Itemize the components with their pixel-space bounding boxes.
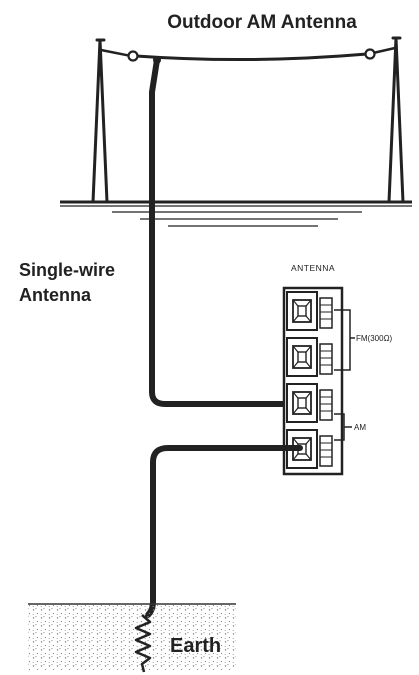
horizontal-antenna-wire (135, 52, 368, 62)
ground-lines (60, 200, 412, 227)
guy-wires (100, 46, 396, 58)
ground-rod (134, 614, 152, 673)
earth-wire (145, 445, 303, 618)
right-insulator (364, 48, 376, 60)
right-antenna-mast (387, 36, 405, 204)
fm-terminal-2 (286, 337, 333, 377)
title-label: Outdoor AM Antenna (167, 12, 357, 33)
am-antenna-terminal (286, 383, 333, 423)
antenna-terminal-label: ANTENNA (291, 263, 335, 273)
soil-area (28, 604, 236, 670)
single-wire-label-line1: Single-wire (19, 260, 115, 280)
single-wire-label-line2: Antenna (19, 285, 92, 305)
lead-in-junction (153, 56, 161, 64)
antenna-terminal-block (282, 286, 344, 476)
earth-label: Earth (170, 635, 221, 657)
fm-terminal-1 (286, 291, 333, 331)
am-label: AM (354, 423, 366, 432)
left-antenna-mast (91, 38, 109, 204)
single-wire-lead-in (149, 57, 303, 407)
left-insulator (127, 50, 139, 62)
fm-label: FM(300Ω) (356, 334, 393, 343)
fm-bracket (334, 309, 351, 371)
